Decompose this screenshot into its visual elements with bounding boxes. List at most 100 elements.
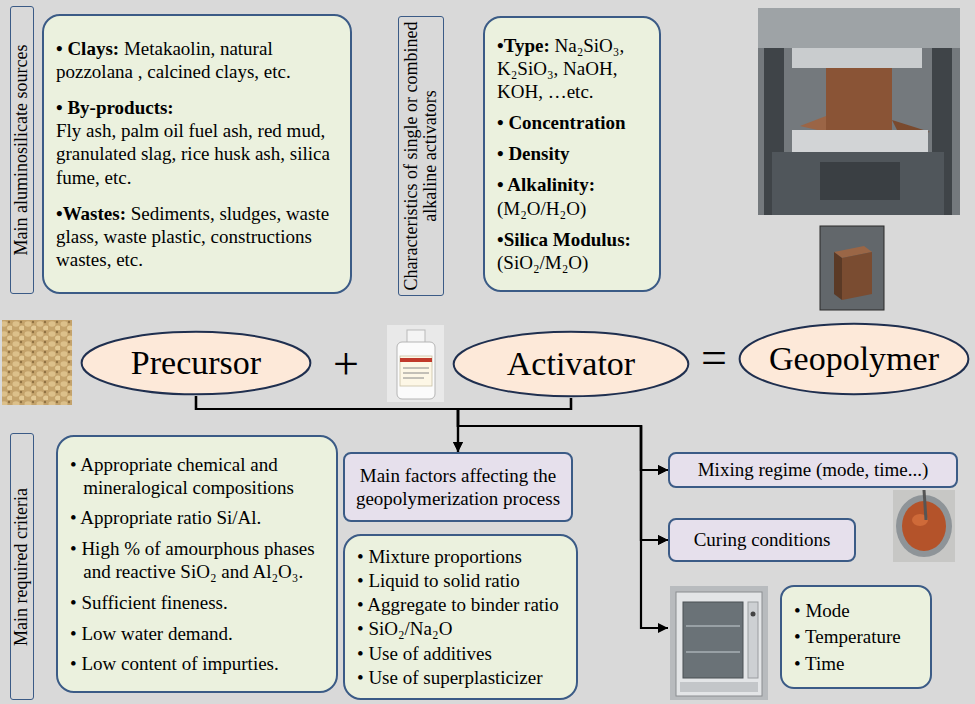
item-text: • Mixture proportions [357, 546, 522, 567]
node-text: Precursor [131, 344, 261, 382]
press-base-detail [820, 162, 900, 200]
item-text: Fly ash, palm oil fuel ash, red mud, gra… [56, 119, 338, 189]
press-photo [758, 8, 960, 215]
text-paragraph: •Silica Modulus:(SiO₂/M₂O) [497, 228, 647, 274]
text-paragraph: • Mode [794, 599, 918, 622]
photo-ground [670, 586, 768, 700]
item-heading: • Alkalinity: [497, 174, 595, 195]
text-paragraph: Main factors affecting the geopolymeriza… [355, 464, 561, 510]
item-heading: • By-products: [56, 97, 174, 118]
text-paragraph: • Temperature [794, 625, 918, 648]
item-text: • Temperature [794, 626, 901, 647]
bottle-cap [407, 330, 425, 343]
node-text: Geopolymer [769, 340, 939, 378]
item-text: • Mode [794, 600, 850, 621]
bottle-body [397, 342, 435, 399]
text-paragraph: • Alkalinity:(M₂O/H₂O) [497, 173, 647, 219]
process-box: Main factors affecting the geopolymeriza… [343, 452, 573, 522]
item-text: • Sufficient fineness. [70, 592, 228, 613]
text-paragraph: • By-products:Fly ash, palm oil fuel ash… [56, 96, 338, 189]
text-paragraph: • Appropriate chemical and mineralogical… [70, 453, 324, 499]
vertical-label-text: Main aluminosilicate sources [12, 11, 31, 289]
item-text: Curing conditions [694, 529, 831, 550]
item-text: • Appropriate chemical and mineralogical… [70, 454, 294, 498]
item-text: Mixing regime (mode, time...) [698, 459, 929, 480]
item-text: Main factors affecting the geopolymeriza… [356, 465, 560, 509]
item-heading: •Silica Modulus: [497, 229, 631, 250]
bottle-label [400, 356, 432, 386]
mixer-paddle [924, 490, 926, 520]
brick-side [834, 252, 842, 300]
press-base [772, 152, 944, 215]
oven-knob [751, 612, 756, 617]
press-platen [792, 130, 928, 152]
vertical-label-box: Main required criteria [10, 433, 34, 700]
text-paragraph: • Appropriate ratio Si/Al. [70, 506, 324, 529]
item-text: • Time [794, 653, 845, 674]
text-paragraph: • Clays:Metakaolin, natural pozzolana , … [56, 37, 338, 83]
operator-symbol: + [324, 336, 368, 392]
item-heading: •Wastes: [56, 203, 126, 224]
vertical-label-box: Characteristics of single or combined al… [398, 16, 444, 296]
pellets-photo [2, 320, 72, 405]
text-paragraph: • Aggregate to binder ratio [357, 593, 564, 616]
text-paragraph: • Mixture proportions [357, 545, 564, 568]
ellipse-node: Precursor [80, 330, 312, 396]
text-paragraph: • Use of additives [357, 642, 564, 665]
factor-list-box: • Mixture proportions • Liquid to solid r… [343, 534, 578, 700]
bottle-stripe [400, 358, 432, 362]
item-text: • Liquid to solid ratio [357, 570, 520, 591]
label-line [403, 368, 429, 369]
press-head [758, 8, 960, 48]
oven-door [683, 602, 743, 678]
item-text: • Low content of impurties. [70, 653, 279, 674]
text-paragraph: • Sufficient fineness. [70, 591, 324, 614]
photo-ground [387, 325, 444, 402]
mixer-photo [893, 490, 955, 562]
text-paragraph: • Low water demand. [70, 622, 324, 645]
oven-shelf [686, 651, 740, 653]
photo-ground [820, 226, 884, 310]
text-paragraph: Curing conditions [680, 528, 844, 551]
oven-cabinet [676, 592, 762, 696]
ellipse-node: Geopolymer [738, 322, 970, 396]
photo-ground [758, 8, 960, 215]
text-paragraph: • Density [497, 142, 647, 165]
text-paragraph: • High % of amourphous phases and reacti… [70, 537, 324, 583]
item-heading: • Clays: [56, 38, 119, 59]
label-line [403, 373, 429, 374]
text-paragraph: • SiO₂/Na₂O [357, 617, 564, 640]
brick-front [842, 252, 872, 300]
text-paragraph: • Low content of impurties. [70, 652, 324, 675]
process-box: Curing conditions [668, 518, 856, 562]
item-text: • High % of amourphous phases and reacti… [70, 538, 315, 582]
ellipse-shape [740, 324, 969, 394]
press-platen [792, 48, 922, 68]
text-paragraph: •Type:Na₂SiO₃, K₂SiO₃, NaOH, KOH, …etc. [497, 34, 647, 104]
text-paragraph: • Concentration [497, 111, 647, 134]
brick-sample [826, 68, 892, 130]
text-paragraph: •Wastes:Sediments, sludges, waste glass,… [56, 202, 338, 272]
vertical-label-text: Characteristics of single or combined al… [402, 21, 441, 291]
node-text: Activator [507, 345, 635, 383]
ellipse-shape [454, 332, 689, 397]
oven-base [680, 682, 758, 692]
item-text: • Low water demand. [70, 623, 233, 644]
brick-fragment [800, 116, 826, 132]
operator-symbol: = [692, 330, 736, 386]
oven-arrow [641, 426, 668, 628]
ellipse-shape [82, 332, 311, 395]
oven-shelf [686, 625, 740, 627]
photo-ground [893, 490, 955, 562]
brick-photo [820, 226, 884, 310]
curing-list-box: • Mode • Temperature • Time [780, 585, 932, 689]
item-text: • Aggregate to binder ratio [357, 594, 559, 615]
item-text: • Use of superplasticizer [357, 667, 543, 688]
oven-photo [670, 586, 768, 700]
text-paragraph: • Liquid to solid ratio [357, 569, 564, 592]
pellets [2, 320, 72, 405]
activator-list-box: •Type:Na₂SiO₃, K₂SiO₃, NaOH, KOH, …etc. •… [483, 16, 661, 292]
process-box: Mixing regime (mode, time...) [668, 452, 958, 488]
